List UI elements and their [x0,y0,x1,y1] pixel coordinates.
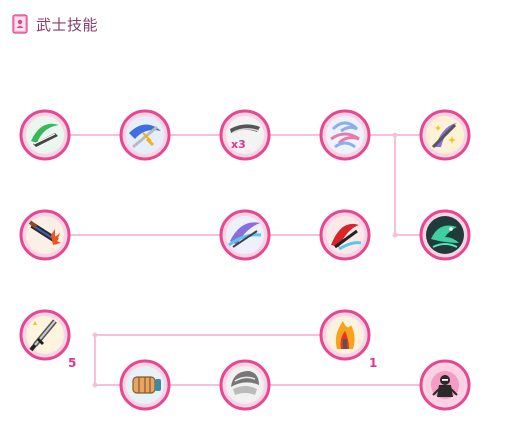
skill-node-whirlwind[interactable] [319,109,371,161]
ninja-aura-icon [426,366,464,404]
flame-pillar-icon [326,316,364,354]
skill-node-fire-sword[interactable] [19,209,71,261]
triple-slash-icon: x3 [226,116,264,154]
page-title: 武士技能 [36,15,99,34]
skill-node-iron-fist[interactable] [119,359,171,411]
skill-node-red-blade[interactable] [319,209,371,261]
blue-sword-slash-icon [126,116,164,154]
skill-node-dragon-slash[interactable] [419,209,471,261]
red-blade-icon [326,216,364,254]
skill-node-green-slash[interactable] [19,109,71,161]
skill-level-flame-pillar: 1 [369,356,378,370]
steel-helmet-icon [226,366,264,404]
skill-node-katana-mastery[interactable] [19,309,71,361]
triple-slash-badge: x3 [231,138,246,151]
connector-joint [392,232,398,238]
skill-node-triple-slash[interactable]: x3 [219,109,271,161]
skill-book-icon [12,14,28,34]
dragon-slash-icon [426,216,464,254]
skill-node-flame-pillar[interactable] [319,309,371,361]
skill-node-ninja-aura[interactable] [419,359,471,411]
katana-icon [26,316,64,354]
purple-slash-icon [226,216,264,254]
connector-joint [92,332,98,338]
skill-node-steel-guard[interactable] [219,359,271,411]
skill-tree-header: 武士技能 [12,10,98,38]
skill-level-katana-mastery: 5 [68,356,77,370]
skill-node-sparkle-slash[interactable] [419,109,471,161]
fire-sword-icon [26,216,64,254]
skill-node-purple-slash[interactable] [219,209,271,261]
connector-joint [92,382,98,388]
gauntlet-icon [126,366,164,404]
sparkle-slash-icon [426,116,464,154]
green-slash-icon [26,116,64,154]
skill-node-blue-sword-slash[interactable] [119,109,171,161]
connector-joint [392,132,398,138]
whirlwind-icon [326,116,364,154]
